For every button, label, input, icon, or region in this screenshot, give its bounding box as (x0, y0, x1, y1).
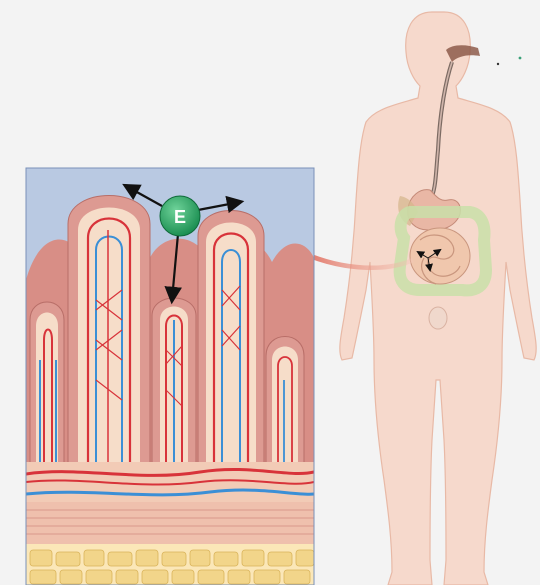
bladder (429, 307, 447, 329)
small-intestine (410, 228, 470, 284)
enzyme-marker: E (160, 196, 200, 236)
villus (266, 337, 304, 471)
body-silhouette (340, 12, 536, 585)
villus (152, 298, 196, 470)
human-body-figure (340, 12, 536, 585)
villus (198, 211, 264, 471)
villus (68, 196, 150, 471)
marker-letter: E (174, 207, 186, 227)
villus (30, 302, 64, 470)
